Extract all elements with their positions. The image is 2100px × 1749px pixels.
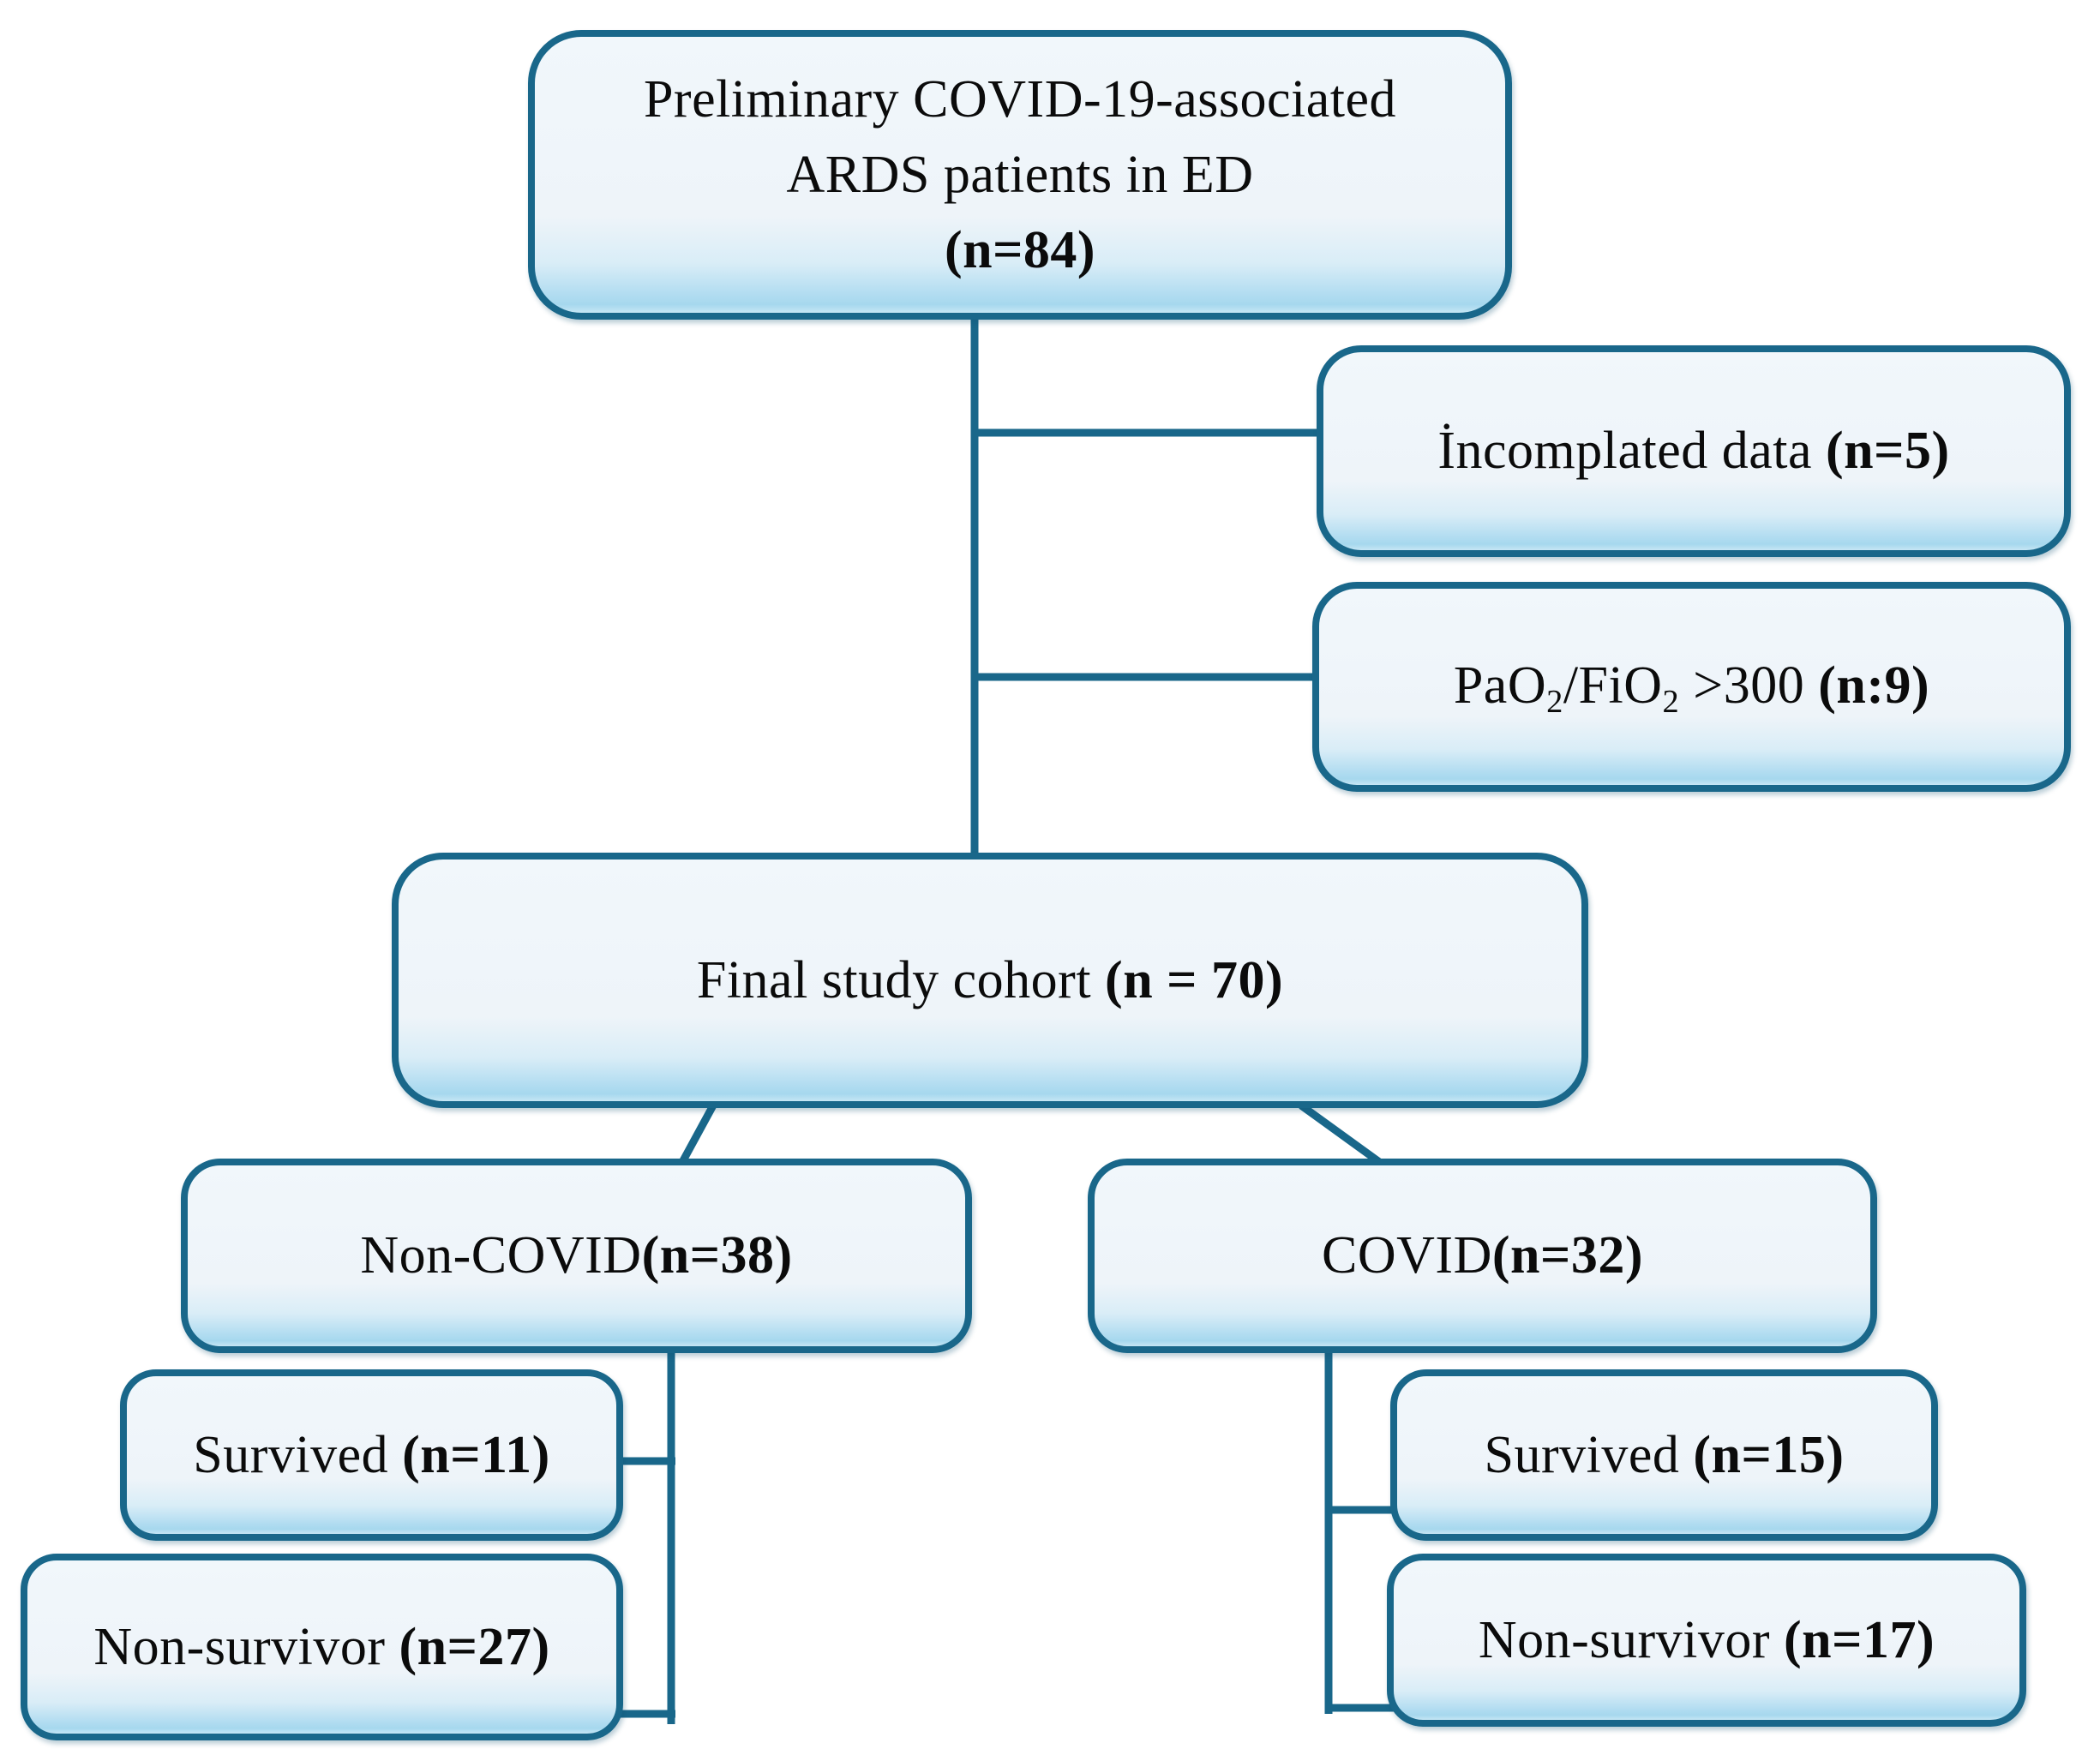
node-survived-noncovid-label: Survived (n=11)	[193, 1425, 550, 1484]
node-noncovid: Non-COVID(n=38)	[181, 1159, 972, 1353]
node-nonsurvivor-covid-label: Non-survivor (n=17)	[1478, 1610, 1935, 1669]
connector-final-to-noncovid	[678, 1103, 717, 1166]
node-incomplete-data: İncomplated data (n=5)	[1317, 345, 2071, 557]
node-survived-noncovid: Survived (n=11)	[120, 1369, 623, 1541]
node-incomplete-data-label: İncomplated data (n=5)	[1437, 422, 1950, 481]
node-pao2-fio2-label: PaO2/FiO2 >300 (n:9)	[1453, 656, 1930, 721]
connector-final-to-covid	[1299, 1102, 1384, 1167]
node-nonsurvivor-covid: Non-survivor (n=17)	[1387, 1554, 2026, 1727]
node-survived-covid-label: Survived (n=15)	[1484, 1425, 1845, 1484]
node-survived-covid: Survived (n=15)	[1390, 1369, 1938, 1541]
node-covid: COVID(n=32)	[1088, 1159, 1877, 1353]
node-covid-label: COVID(n=32)	[1322, 1226, 1643, 1285]
node-nonsurvivor-noncovid: Non-survivor (n=27)	[21, 1554, 623, 1740]
node-final-cohort: Final study cohort (n = 70)	[392, 853, 1588, 1108]
node-pao2-fio2: PaO2/FiO2 >300 (n:9)	[1312, 582, 2071, 792]
node-nonsurvivor-noncovid-label: Non-survivor (n=27)	[93, 1617, 550, 1676]
node-final-cohort-label: Final study cohort (n = 70)	[696, 950, 1284, 1009]
node-noncovid-label: Non-COVID(n=38)	[360, 1226, 793, 1285]
